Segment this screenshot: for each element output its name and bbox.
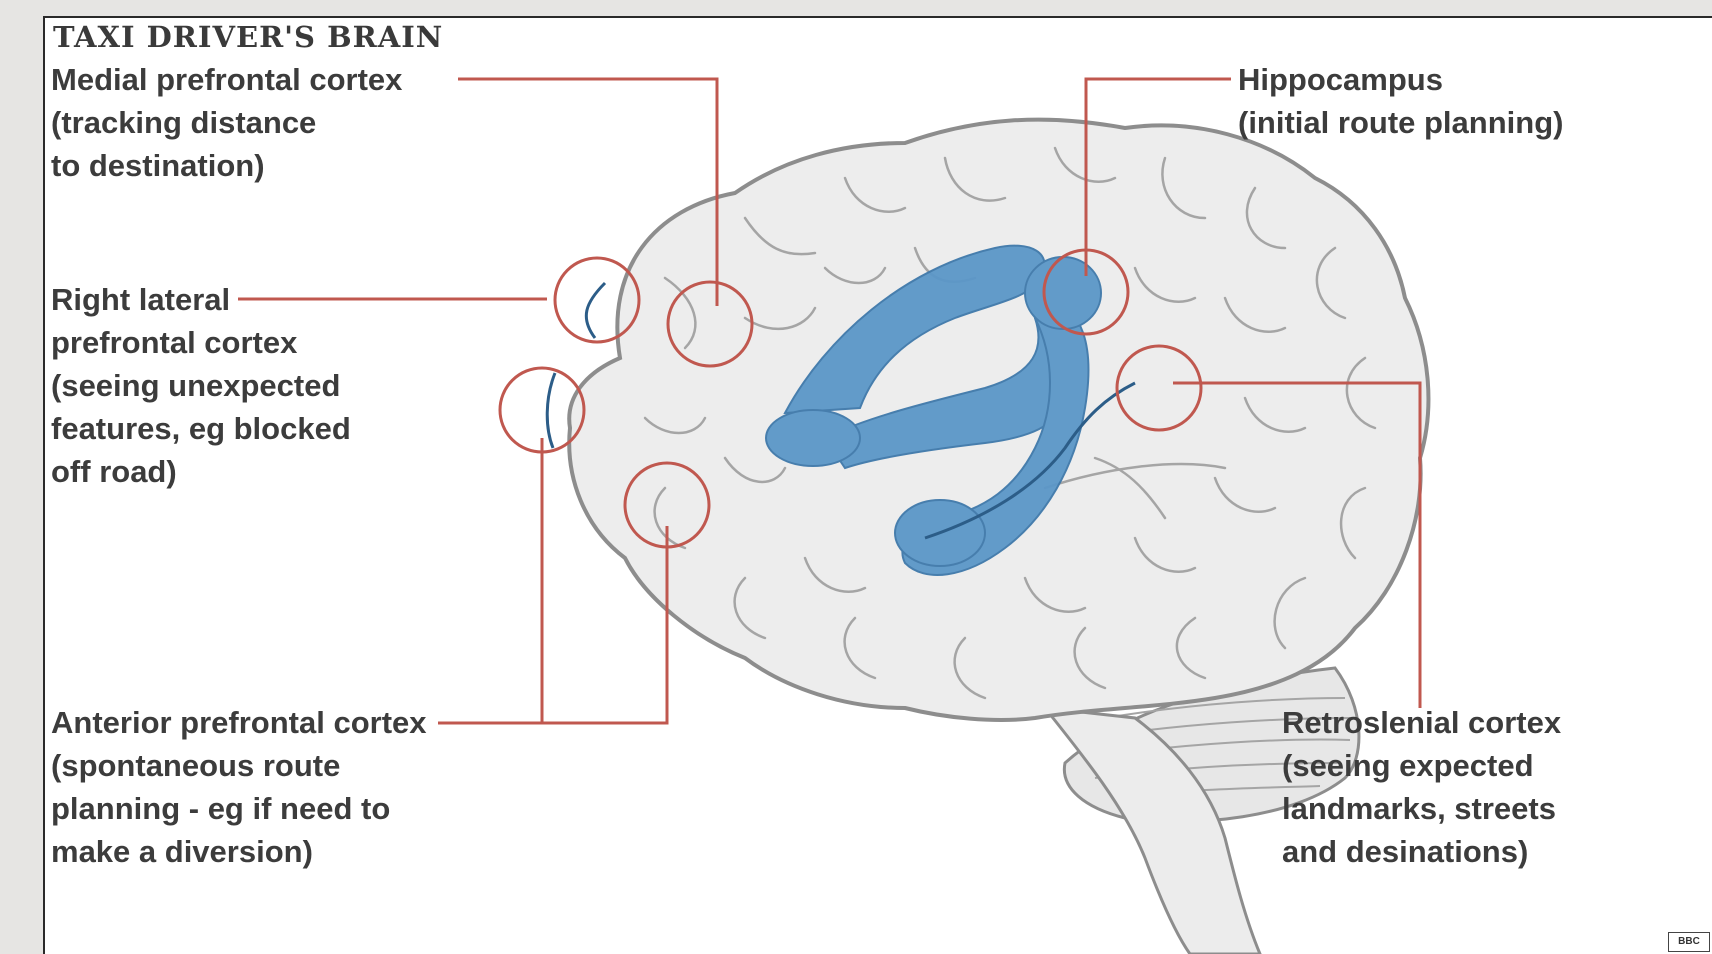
label-hippocampus: Hippocampus (initial route planning) [1238,58,1563,144]
label-right-lateral-name: Right lateral [51,282,230,317]
label-right-lateral-prefrontal: Right lateral prefrontal cortex (seeing … [51,278,351,493]
label-right-lateral-desc: prefrontal cortex (seeing unexpected fea… [51,325,351,489]
label-retrosplenial-name: Retroslenial cortex [1282,705,1561,740]
label-anterior-desc: (spontaneous route planning - eg if need… [51,748,390,869]
label-hippocampus-name: Hippocampus [1238,62,1443,97]
label-medial-desc: (tracking distance to destination) [51,105,316,183]
label-retrosplenial: Retroslenial cortex (seeing expected lan… [1282,701,1561,873]
label-hippocampus-desc: (initial route planning) [1238,105,1563,140]
bbc-logo: BBC [1668,932,1710,952]
diagram-panel: TAXI DRIVER'S BRAIN [43,16,1712,954]
label-medial-name: Medial prefrontal cortex [51,62,402,97]
label-anterior-name: Anterior prefrontal cortex [51,705,427,740]
label-medial-prefrontal: Medial prefrontal cortex (tracking dista… [51,58,402,187]
label-anterior-prefrontal: Anterior prefrontal cortex (spontaneous … [51,701,427,873]
label-retrosplenial-desc: (seeing expected landmarks, streets and … [1282,748,1556,869]
